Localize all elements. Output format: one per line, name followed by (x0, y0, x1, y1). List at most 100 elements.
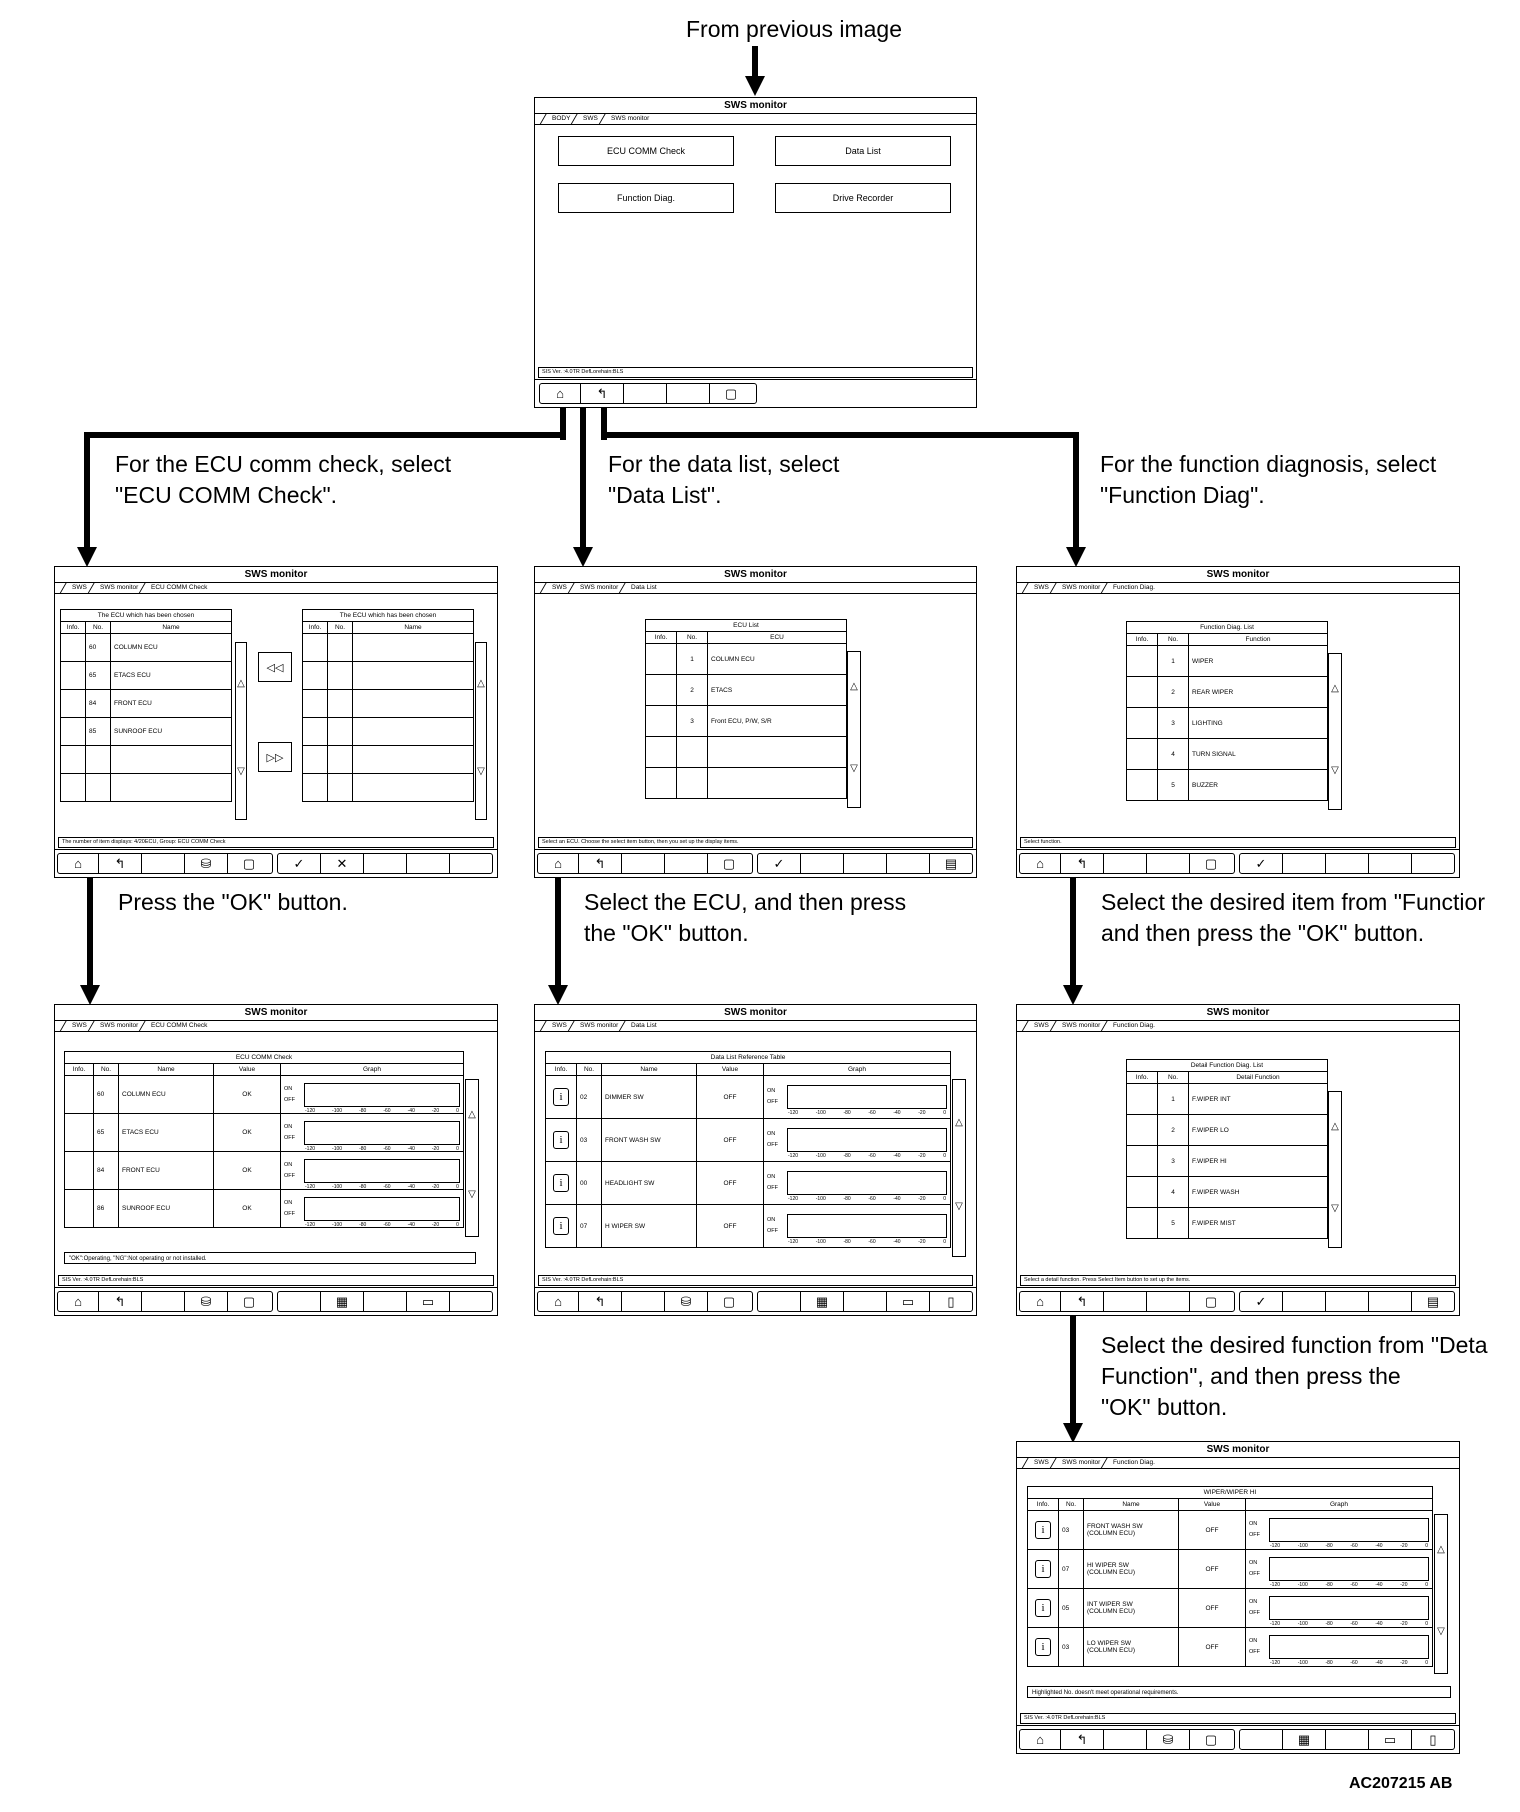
info-icon[interactable]: i (1035, 1599, 1051, 1617)
blank-button[interactable] (450, 1292, 492, 1311)
blank-button[interactable] (1369, 1292, 1412, 1311)
blank-button[interactable] (278, 1292, 321, 1311)
return-icon[interactable]: ↰ (579, 854, 622, 873)
blank-button[interactable] (142, 1292, 185, 1311)
home-icon[interactable]: ⌂ (58, 854, 99, 873)
table-row[interactable] (302, 689, 474, 718)
blank-button[interactable] (1104, 1292, 1147, 1311)
select-item-icon[interactable]: ▤ (944, 856, 958, 871)
blank-button[interactable] (758, 1292, 801, 1311)
home-icon[interactable]: ⌂ (538, 854, 579, 873)
table-row[interactable] (302, 661, 474, 690)
blank-button[interactable] (844, 1292, 887, 1311)
right-scrollbar[interactable]: △▽ (475, 642, 487, 820)
blank-button[interactable] (450, 854, 492, 873)
scroll-down-icon[interactable]: ▽ (237, 766, 245, 777)
scroll-down-icon[interactable]: ▽ (468, 1189, 476, 1200)
scroll-up-icon[interactable]: △ (477, 678, 485, 689)
table-row[interactable] (645, 736, 847, 768)
copy-icon[interactable]: ▢ (722, 856, 736, 871)
copy-icon[interactable]: ▢ (1204, 1294, 1218, 1309)
blank-button[interactable] (1412, 854, 1454, 873)
info-icon[interactable]: i (1035, 1560, 1051, 1578)
info-icon[interactable]: i (553, 1131, 569, 1149)
check-icon[interactable]: ✓ (1240, 854, 1283, 873)
scrollbar[interactable]: △▽ (1434, 1514, 1448, 1674)
copy-icon[interactable]: ▢ (724, 386, 738, 401)
home-icon[interactable]: ⌂ (538, 1292, 579, 1311)
table-row[interactable] (302, 717, 474, 746)
data-list-button[interactable]: Data List (775, 136, 951, 166)
return-icon[interactable]: ↰ (99, 1292, 142, 1311)
crumb[interactable]: Function Diag. (1100, 1020, 1163, 1031)
blank-button[interactable] (844, 854, 887, 873)
scroll-up-icon[interactable]: △ (468, 1109, 476, 1120)
blank-button[interactable] (364, 854, 407, 873)
crumb[interactable]: SWS monitor (567, 582, 626, 593)
copy-icon[interactable]: ▢ (1204, 1732, 1218, 1747)
move-left-button[interactable]: ◁◁ (258, 652, 292, 682)
return-icon[interactable]: ↰ (581, 384, 624, 403)
check-icon[interactable]: ✓ (1240, 1292, 1283, 1311)
blank-button[interactable] (1104, 854, 1147, 873)
table-row[interactable] (302, 773, 474, 802)
copy-icon[interactable]: ▢ (242, 1294, 256, 1309)
check-icon[interactable]: ✓ (758, 854, 801, 873)
crumb[interactable]: ECU COMM Check (138, 1020, 215, 1031)
scrollbar[interactable]: △▽ (847, 651, 861, 808)
table-row[interactable] (645, 767, 847, 799)
home-icon[interactable]: ⌂ (1020, 1730, 1061, 1749)
table-row[interactable] (60, 773, 232, 802)
scroll-up-icon[interactable]: △ (850, 681, 858, 692)
save-icon[interactable]: ⛁ (185, 1292, 228, 1311)
select-item-icon[interactable]: ▤ (1426, 1294, 1440, 1309)
home-icon[interactable]: ⌂ (540, 384, 581, 403)
copy-icon[interactable]: ▢ (1204, 856, 1218, 871)
monitor-icon[interactable]: ▭ (1369, 1730, 1412, 1749)
screen-icon[interactable]: ▯ (947, 1294, 955, 1309)
return-icon[interactable]: ↰ (99, 854, 142, 873)
table-row[interactable] (60, 745, 232, 774)
scrollbar[interactable]: △▽ (1328, 1091, 1342, 1248)
blank-button[interactable] (1326, 854, 1369, 873)
info-icon[interactable]: i (1035, 1638, 1051, 1656)
blank-button[interactable] (1369, 854, 1412, 873)
scroll-up-icon[interactable]: △ (237, 678, 245, 689)
blank-button[interactable] (1147, 854, 1190, 873)
scrollbar[interactable]: △▽ (1328, 653, 1342, 810)
scrollbar[interactable]: △▽ (952, 1079, 966, 1257)
crumb[interactable]: Function Diag. (1100, 582, 1163, 593)
monitor-icon[interactable]: ▭ (407, 1292, 450, 1311)
left-scrollbar[interactable]: △▽ (235, 642, 247, 820)
scroll-up-icon[interactable]: △ (1437, 1544, 1445, 1555)
home-icon[interactable]: ⌂ (1020, 854, 1061, 873)
return-icon[interactable]: ↰ (1061, 854, 1104, 873)
ecu-comm-check-button[interactable]: ECU COMM Check (558, 136, 734, 166)
crumb[interactable]: SWS monitor (1049, 582, 1108, 593)
blank-button[interactable] (1147, 1292, 1190, 1311)
blank-button[interactable] (665, 854, 708, 873)
screen-icon[interactable]: ▯ (1429, 1732, 1437, 1747)
return-icon[interactable]: ↰ (1061, 1292, 1104, 1311)
crumb[interactable]: Data List (618, 582, 664, 593)
blank-button[interactable] (407, 854, 450, 873)
